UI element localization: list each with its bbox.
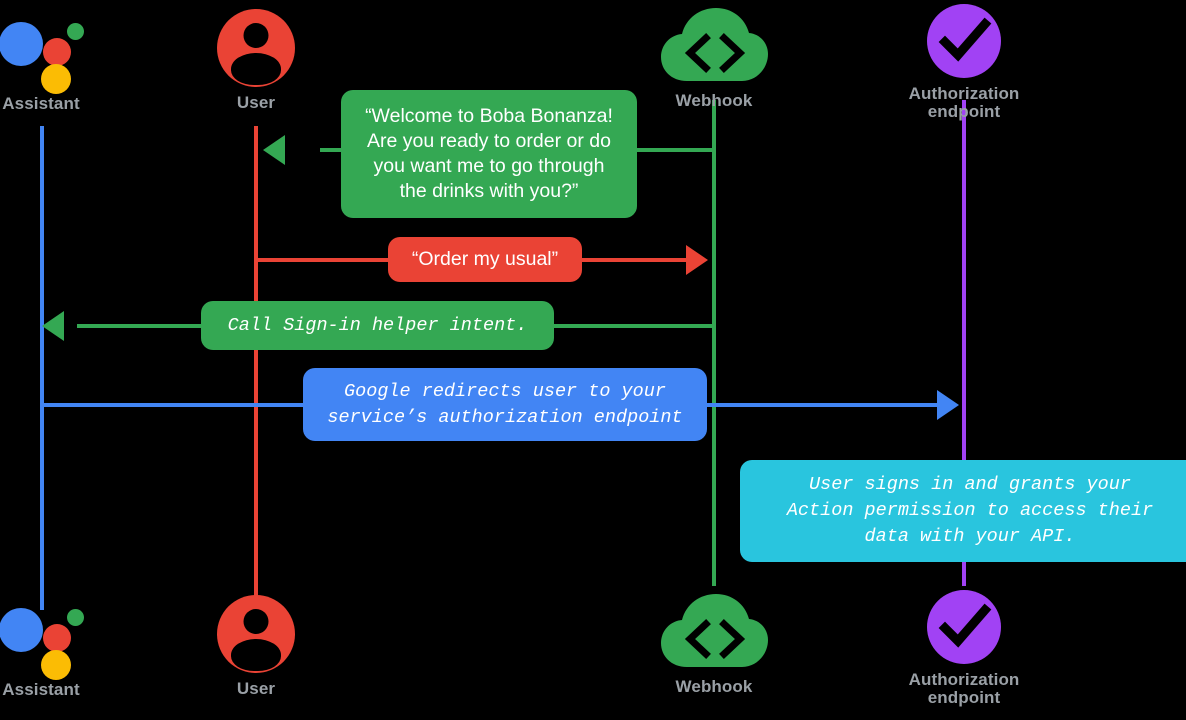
assistant-green-dot-icon (67, 609, 84, 626)
assistant-blue-dot-icon (0, 608, 43, 652)
assistant-red-dot-icon (43, 38, 71, 66)
actor-webhook-bottom: Webhook (624, 593, 804, 696)
actor-label-assistant: Assistant (2, 94, 80, 113)
message-text-welcome: “Welcome to Boba Bonanza! Are you ready … (365, 105, 613, 202)
user-body-shape (231, 639, 281, 671)
google-assistant-logo-icon (0, 10, 84, 94)
actor-label-webhook: Webhook (675, 91, 753, 110)
user-head-shape (243, 23, 269, 48)
actor-label-authorization-bottom: Authorization endpoint (908, 670, 1020, 708)
note-text-user-signs-in: User signs in and grants your Action per… (786, 474, 1154, 547)
message-line-order-right (575, 258, 690, 262)
actor-assistant-top: Assistant (0, 10, 131, 113)
actor-label-authorization: Authorization endpoint (908, 84, 1020, 122)
message-bubble-call-signin-helper[interactable]: Call Sign-in helper intent. (201, 301, 554, 350)
assistant-yellow-dot-icon (41, 650, 71, 680)
assistant-green-dot-icon (67, 23, 84, 40)
actor-label-user: User (236, 93, 276, 112)
message-bubble-welcome[interactable]: “Welcome to Boba Bonanza! Are you ready … (341, 90, 637, 218)
message-text-google-redirects: Google redirects user to your service’s … (327, 380, 683, 428)
actor-label-authorization-bottom-line1: Authorization (908, 670, 1020, 689)
actor-user-bottom: User (166, 595, 346, 698)
note-bubble-user-signs-in[interactable]: User signs in and grants your Action per… (740, 460, 1186, 562)
lifeline-authorization (962, 100, 966, 586)
message-arrowhead-order (686, 245, 708, 275)
message-line-signin-left (77, 324, 207, 328)
assistant-blue-dot-icon (0, 22, 43, 66)
actor-label-user-bottom: User (236, 679, 276, 698)
actor-label-webhook-bottom: Webhook (675, 677, 753, 696)
actor-authorization-bottom: Authorization endpoint (874, 590, 1054, 708)
message-line-redirect-right (700, 403, 938, 407)
actor-label-authorization-line2: endpoint (927, 102, 1001, 122)
check-circle-icon (927, 4, 1001, 78)
actor-label-authorization-line1: Authorization (908, 84, 1020, 103)
lifeline-webhook (712, 100, 716, 586)
actor-assistant-bottom: Assistant (0, 596, 131, 699)
user-head-shape (243, 609, 269, 634)
message-line-welcome (637, 148, 714, 152)
message-line-redirect-left (42, 403, 312, 407)
actor-label-assistant-bottom: Assistant (2, 680, 80, 699)
message-arrowhead-signin (42, 311, 64, 341)
lifeline-assistant (40, 126, 44, 610)
user-body-shape (231, 53, 281, 85)
user-avatar-icon-bottom (217, 595, 295, 673)
actor-label-authorization-bottom-line2: endpoint (927, 688, 1001, 708)
actor-user-top: User (166, 9, 346, 112)
cloud-code-icon (659, 7, 769, 85)
assistant-yellow-dot-icon (41, 64, 71, 94)
message-bubble-google-redirects[interactable]: Google redirects user to your service’s … (303, 368, 707, 441)
lifeline-user (254, 126, 258, 610)
message-arrowhead-redirect (937, 390, 959, 420)
google-assistant-logo-icon-bottom (0, 596, 84, 680)
cloud-code-icon-bottom (659, 593, 769, 671)
message-text-order-my-usual: “Order my usual” (411, 248, 559, 270)
message-arrowhead-welcome (263, 135, 285, 165)
check-circle-icon-bottom (927, 590, 1001, 664)
message-line-signin-right (553, 324, 714, 328)
message-text-call-signin-helper: Call Sign-in helper intent. (227, 314, 528, 336)
actor-authorization-top: Authorization endpoint (874, 4, 1054, 122)
actor-webhook-top: Webhook (624, 7, 804, 110)
user-avatar-icon (217, 9, 295, 87)
message-line-order-left (256, 258, 396, 262)
message-line-welcome-stub (320, 148, 345, 152)
assistant-red-dot-icon (43, 624, 71, 652)
message-bubble-order-my-usual[interactable]: “Order my usual” (388, 237, 582, 282)
